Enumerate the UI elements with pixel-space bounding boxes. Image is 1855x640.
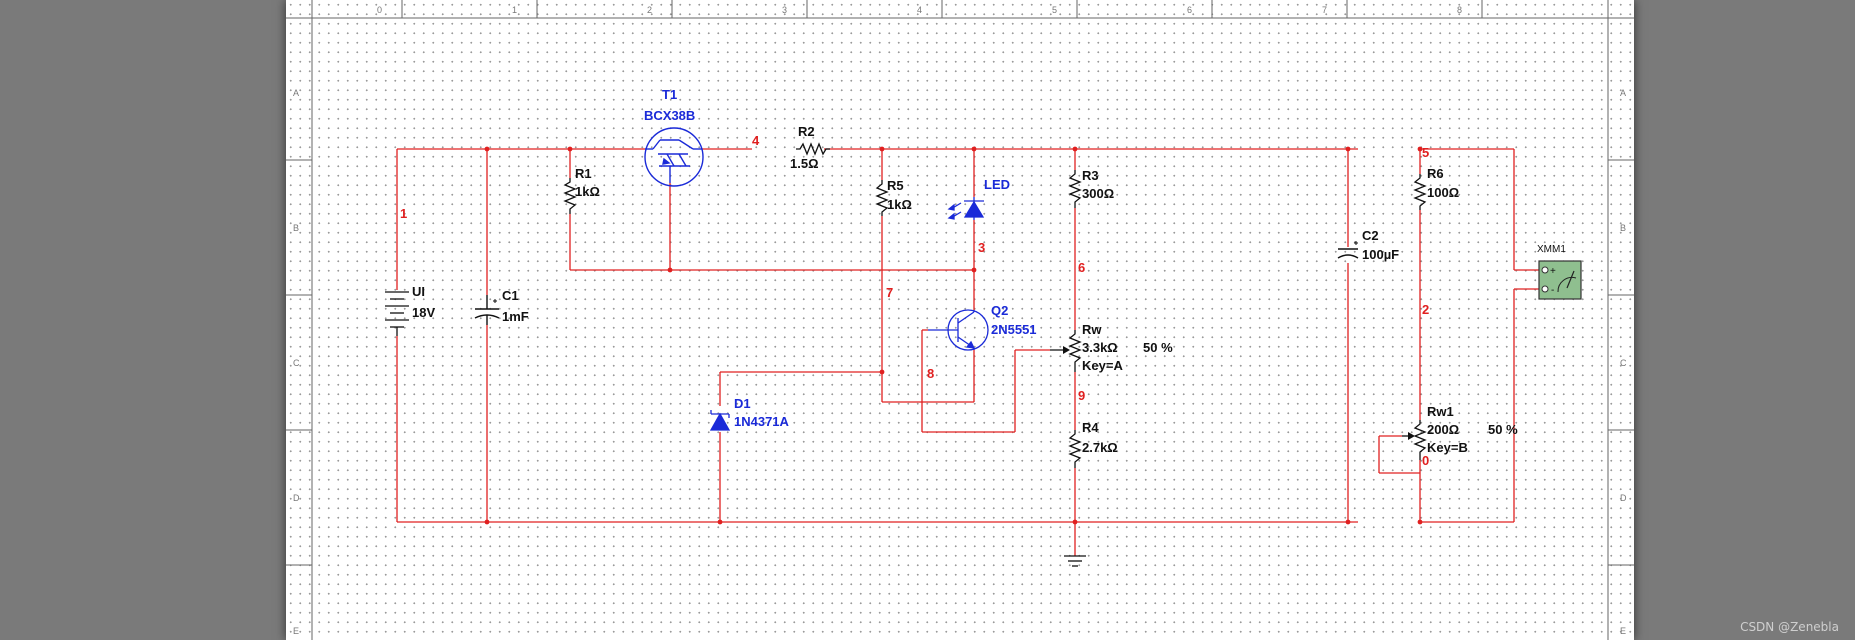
r1-ref-label: R1: [575, 166, 592, 181]
border-col-label: 3: [782, 5, 787, 15]
r3-value-label: 300Ω: [1082, 186, 1114, 201]
xmm1-plus-terminal: +: [1550, 266, 1556, 277]
resistor-r3[interactable]: [1068, 170, 1082, 208]
border-row-label: A: [293, 88, 299, 98]
r2-value-label: 1.5Ω: [790, 156, 819, 171]
rw1-ref-label: Rw1: [1427, 404, 1454, 419]
xmm1-ref-label: XMM1: [1537, 244, 1566, 255]
border-col-label: 5: [1052, 5, 1057, 15]
watermark: CSDN @Zenebla: [1740, 620, 1839, 634]
r2-ref-label: R2: [798, 124, 815, 139]
potentiometer-rw1[interactable]: [1402, 420, 1427, 460]
border-row-label: D: [1620, 493, 1627, 503]
resistor-r5[interactable]: [875, 180, 889, 216]
r4-value-label: 2.7kΩ: [1082, 440, 1118, 455]
c1-ref-label: C1: [502, 288, 519, 303]
resistor-r4[interactable]: [1068, 430, 1082, 468]
rw-value-label: 3.3kΩ: [1082, 340, 1118, 355]
net-label-6: 6: [1078, 260, 1085, 275]
net-label-4: 4: [752, 133, 760, 148]
q2-value-label: 2N5551: [991, 322, 1037, 337]
led-ref-label: LED: [984, 177, 1010, 192]
border-row-label: A: [1620, 88, 1626, 98]
capacitor-c1[interactable]: [474, 295, 500, 325]
net-label-1: 1: [400, 206, 407, 221]
rw1-percent-label: 50 %: [1488, 422, 1518, 437]
border-row-label: C: [1620, 358, 1627, 368]
rw1-value-label: 200Ω: [1427, 422, 1459, 437]
net-label-8: 8: [927, 366, 934, 381]
r6-ref-label: R6: [1427, 166, 1444, 181]
t1-value-label: BCX38B: [644, 108, 695, 123]
resistor-r6[interactable]: [1413, 174, 1427, 210]
r5-value-label: 1kΩ: [887, 197, 912, 212]
capacitor-c2[interactable]: [1337, 241, 1359, 259]
border-col-label: 4: [917, 5, 922, 15]
net-labels: 1 4 5 3 7 6 2 8 9 0: [400, 133, 1429, 468]
zener-diode-d1[interactable]: [709, 410, 731, 431]
c2-value-label: 100µF: [1362, 247, 1399, 262]
rw1-key-label: Key=B: [1427, 440, 1468, 455]
border-col-label: 8: [1457, 5, 1462, 15]
xmm1-minus-terminal: -: [1551, 285, 1554, 296]
ground-icon: [1064, 555, 1086, 567]
battery-ui[interactable]: [385, 291, 409, 336]
resistor-r2[interactable]: [796, 142, 830, 156]
border-row-label: C: [293, 358, 300, 368]
border-col-label: 0: [377, 5, 382, 15]
ui-value-label: 18V: [412, 305, 435, 320]
r1-value-label: 1kΩ: [575, 184, 600, 199]
t1-ref-label: T1: [662, 87, 677, 102]
net-label-2: 2: [1422, 302, 1429, 317]
border-row-label: E: [293, 626, 299, 636]
multimeter-xmm1[interactable]: [1538, 260, 1582, 300]
border-labels: 0 1 2 3 4 5 6 7 8 A B C D E A B C D E: [293, 5, 1627, 636]
net-label-9: 9: [1078, 388, 1085, 403]
c2-ref-label: C2: [1362, 228, 1379, 243]
border-row-label: B: [1620, 223, 1626, 233]
q2-ref-label: Q2: [991, 303, 1008, 318]
border-col-label: 2: [647, 5, 652, 15]
r6-value-label: 100Ω: [1427, 185, 1459, 200]
r5-ref-label: R5: [887, 178, 904, 193]
c1-value-label: 1mF: [502, 309, 529, 324]
r3-ref-label: R3: [1082, 168, 1099, 183]
border-row-label: E: [1620, 626, 1626, 636]
border-col-label: 1: [512, 5, 517, 15]
resistor-r1[interactable]: [563, 178, 577, 214]
border-col-label: 7: [1322, 5, 1327, 15]
transistor-t1[interactable]: [644, 127, 704, 187]
border-col-label: 6: [1187, 5, 1192, 15]
d1-ref-label: D1: [734, 396, 751, 411]
junctions: [484, 146, 1423, 525]
rw-ref-label: Rw: [1082, 322, 1102, 337]
net-label-3: 3: [978, 240, 985, 255]
rw-key-label: Key=A: [1082, 358, 1123, 373]
circuit-schematic: 0 1 2 3 4 5 6 7 8 A B C D E A B C D E: [286, 0, 1634, 640]
border-row-label: B: [293, 223, 299, 233]
sheet-border: [286, 0, 1634, 640]
net-label-5: 5: [1422, 145, 1429, 160]
border-row-label: D: [293, 493, 300, 503]
transistor-q2[interactable]: [928, 309, 989, 351]
led[interactable]: [947, 197, 985, 220]
d1-value-label: 1N4371A: [734, 414, 790, 429]
potentiometer-rw[interactable]: [1050, 330, 1082, 372]
net-label-0: 0: [1422, 453, 1429, 468]
wires: [396, 148, 1539, 556]
schematic-sheet: 0 1 2 3 4 5 6 7 8 A B C D E A B C D E: [286, 0, 1634, 640]
ui-ref-label: UI: [412, 284, 425, 299]
rw-percent-label: 50 %: [1143, 340, 1173, 355]
r4-ref-label: R4: [1082, 420, 1099, 435]
net-label-7: 7: [886, 285, 893, 300]
